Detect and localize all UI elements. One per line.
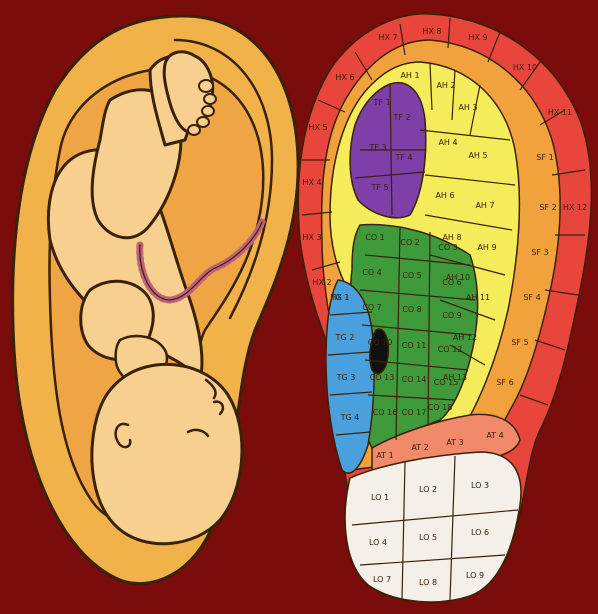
- scapha-zone-label: SF 1: [536, 153, 553, 162]
- helix-zone-label: HX 5: [308, 123, 327, 132]
- helix-zone-label: HX 10: [513, 63, 537, 72]
- auricular-zone-map: HX 7 HX 8 HX 9 HX 10 HX 11 HX 12 HX 6 HX 5 HX 4 H…: [298, 14, 591, 602]
- antihelix-zone-label: AH 8: [442, 233, 461, 242]
- triangular-zone-label: TF 4: [394, 153, 412, 162]
- antitragus-zone-label: AT 3: [446, 438, 463, 447]
- helix-zone-label: HX 11: [548, 108, 572, 117]
- concha-zone-label: CO 7: [362, 303, 382, 312]
- helix-zone-label: HX 4: [302, 178, 321, 187]
- antihelix-zone-label: AH 1: [400, 71, 419, 80]
- concha-zone-label: CO 4: [362, 268, 382, 277]
- scapha-zone-label: SF 6: [496, 378, 513, 387]
- antihelix-zone-label: AH 4: [438, 138, 457, 147]
- concha-zone-label: CO 1: [365, 233, 385, 242]
- antihelix-zone-label: AH 12: [453, 333, 477, 342]
- antihelix-zone-label: AH 11: [466, 293, 490, 302]
- antihelix-zone-label: AH 7: [475, 201, 494, 210]
- antihelix-zone-label: AH 6: [435, 191, 454, 200]
- scapha-zone-label: SF 4: [523, 293, 540, 302]
- antitragus-zone-label: AT 2: [411, 443, 428, 452]
- concha-zone-label: CO 13: [370, 373, 395, 382]
- concha-zone-label: CO 14: [402, 375, 427, 384]
- concha-zone-label: CO 16: [373, 408, 398, 417]
- concha-zone-label: CO 6: [442, 278, 462, 287]
- antihelix-zone-label: AH 5: [468, 151, 487, 160]
- concha-zone-label: CO 9: [442, 311, 462, 320]
- concha-zone-label: CO 17: [402, 408, 427, 417]
- scapha-zone-label: SF 5: [511, 338, 528, 347]
- tragus-zone-label: TG 3: [336, 373, 356, 382]
- concha-zone-label: CO 5: [402, 271, 422, 280]
- tragus-zone-label: TG 2: [335, 333, 355, 342]
- helix-zone-label: HX 12: [563, 203, 587, 212]
- triangular-zone-label: TF 2: [392, 113, 410, 122]
- concha-zone-label: CO 8: [402, 305, 422, 314]
- concha-zone-label: CO 10: [368, 338, 393, 347]
- lobe-zone-label: LO 6: [471, 528, 489, 537]
- antihelix-zone-label: AH 3: [458, 103, 477, 112]
- antitragus-zone-label: AT 1: [376, 451, 393, 460]
- fetus-head: [92, 364, 242, 543]
- lobe-zone-label: LO 8: [419, 578, 437, 587]
- lobe-zone-label: LO 3: [471, 481, 489, 490]
- helix-zone-label: HX 9: [468, 33, 487, 42]
- lobe-zone-label: LO 1: [371, 493, 389, 502]
- lobe-zone-label: LO 4: [369, 538, 387, 547]
- fetus-in-ear-illustration: [13, 16, 298, 584]
- helix-zone-label: HX 2: [312, 278, 331, 287]
- concha-zone-label: CO 15: [434, 378, 459, 387]
- concha-zone-label: CO 12: [438, 345, 463, 354]
- lobe-zone-label: LO 2: [419, 485, 437, 494]
- helix-zone-label: HX 6: [335, 73, 354, 82]
- tragus-zone-label: TG 4: [340, 413, 360, 422]
- concha-zone-label: CO 2: [400, 238, 420, 247]
- lobe-zone-label: LO 5: [419, 533, 437, 542]
- scapha-zone-label: SF 3: [531, 248, 548, 257]
- concha-zone-label: CO 3: [438, 243, 458, 252]
- helix-zone-label: HX 3: [302, 233, 321, 242]
- antitragus-zone-label: AT 4: [486, 431, 503, 440]
- antihelix-zone-label: AH 2: [436, 81, 455, 90]
- lobe-zone-label: LO 7: [373, 575, 391, 584]
- concha-zone-label: CO 18: [428, 403, 453, 412]
- helix-zone-label: HX 8: [422, 27, 441, 36]
- scapha-zone-label: SF 2: [539, 203, 556, 212]
- ear-canal: [370, 329, 388, 374]
- lobe-zone-label: LO 9: [466, 571, 484, 580]
- tragus-zone-label: TG 1: [330, 293, 350, 302]
- triangular-zone-label: TF 5: [370, 183, 388, 192]
- triangular-zone-label: TF 3: [368, 143, 386, 152]
- helix-zone-label: HX 7: [378, 33, 397, 42]
- concha-zone-label: CO 11: [402, 341, 427, 350]
- triangular-zone-label: TF 1: [372, 98, 390, 107]
- antihelix-zone-label: AH 9: [477, 243, 496, 252]
